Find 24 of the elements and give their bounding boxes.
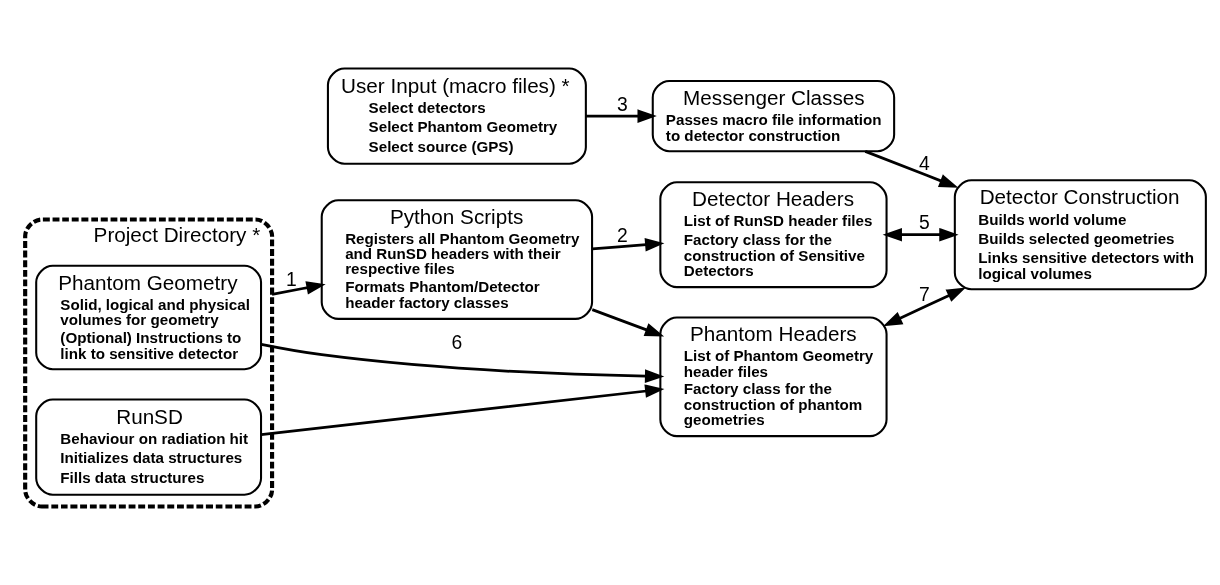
- arrow: [592, 237, 665, 251]
- node-box: Python Scripts Registers all Phantom Geometry and RunSD headers with their respective files Formats Phantom/Detector header factory classes: [320, 198, 594, 320]
- node-box: User Input (macro files) * Select detectors Select Phantom Geometry Select source (GPS): [326, 67, 587, 165]
- edge-label: 4: [919, 152, 930, 174]
- edge-label: 3: [617, 93, 628, 115]
- arrow: [585, 108, 657, 123]
- arrow: [261, 383, 665, 436]
- arrow: [591, 307, 665, 336]
- arrow: [271, 280, 326, 296]
- node-box: Messenger Classes Passes macro file information to detector construction: [651, 79, 896, 152]
- arrow: [864, 149, 959, 188]
- node-box: Detector Headers List of RunSD header files Factory class for the construction of Sensitive Detectors: [659, 180, 888, 288]
- node-box: Phantom Headers List of Phantom Geometry header files Factory class for the construction of phantom geometries: [659, 315, 888, 437]
- arrow: [882, 227, 959, 241]
- arrow: [883, 287, 966, 326]
- edge-label: 6: [451, 331, 463, 353]
- node-box: Detector Construction Builds world volume Builds selected geometries Links sensitive detectors with logical volumes: [953, 178, 1207, 290]
- edge-label: 2: [617, 224, 628, 246]
- arrow: [261, 342, 665, 383]
- edge-label: 7: [919, 283, 930, 305]
- edge-label: 5: [919, 211, 930, 233]
- node-box: Phantom Geometry Solid, logical and physical volumes for geometry (Optional) Instructions to link to sensitive detector: [35, 264, 263, 370]
- edge-label: 1: [286, 268, 297, 290]
- node-box: RunSD Behaviour on radiation hit Initializes data structures Fills data structures: [35, 398, 263, 496]
